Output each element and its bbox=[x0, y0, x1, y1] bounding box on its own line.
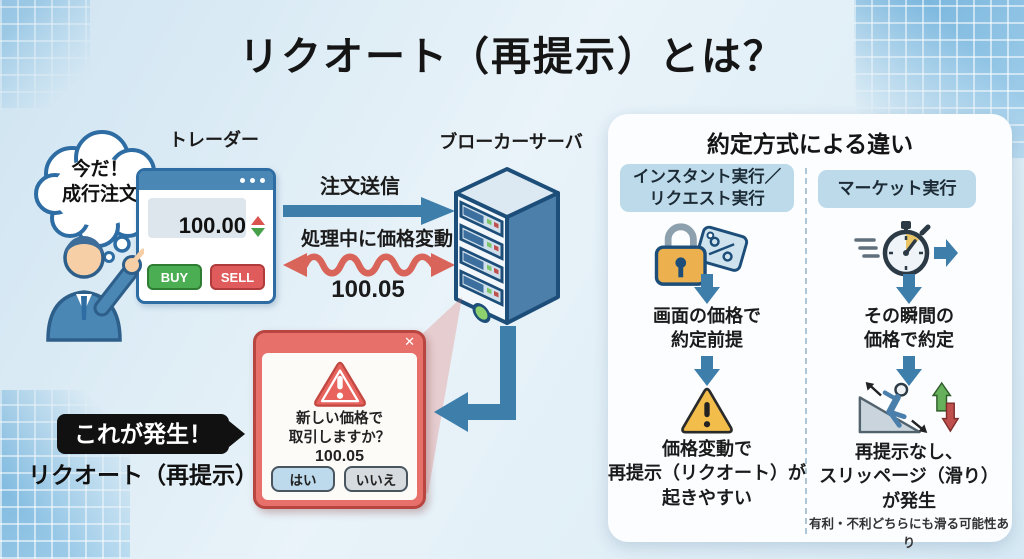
change-arrow-icon bbox=[283, 253, 455, 277]
panel-title: 約定方式による違い bbox=[706, 131, 914, 157]
close-icon[interactable]: ✕ bbox=[404, 334, 415, 349]
instant-result-line3: 起きやすい bbox=[662, 487, 752, 508]
thought-text: 今だ！ 成行注文 bbox=[48, 158, 152, 207]
market-step1-text: その瞬間の 価格で約定 bbox=[818, 304, 1000, 353]
trading-window: 100.00 BUY SELL bbox=[136, 168, 276, 304]
stopwatch-icon bbox=[854, 221, 958, 277]
popup-body: 新しい価格で 取引しますか？ 100.05 はい いいえ bbox=[262, 353, 417, 500]
price-up-icon[interactable] bbox=[251, 215, 265, 225]
changed-price: 100.05 bbox=[331, 276, 405, 303]
down-arrow-icon bbox=[694, 274, 720, 304]
comparison-panel: 約定方式による違い インスタント実行／ リクエスト実行 マーケット実行 bbox=[608, 114, 1012, 550]
market-result-text: 再提示なし、 スリッページ（滑り） が発生 bbox=[810, 440, 1008, 513]
server-to-popup-arrow-icon bbox=[434, 326, 516, 432]
popup-message-line1: 新しい価格で bbox=[296, 411, 383, 427]
market-header: マーケット実行 bbox=[818, 170, 976, 208]
popup-message-line2: 取引しますか？ bbox=[288, 430, 391, 447]
down-arrow-icon bbox=[896, 356, 922, 386]
order-arrow-icon bbox=[283, 197, 455, 225]
order-arrow-label: 注文送信 bbox=[320, 176, 400, 198]
popup-new-price: 100.05 bbox=[315, 448, 364, 466]
market-step1-line2: 価格で約定 bbox=[864, 330, 954, 351]
market-step1-line1: その瞬間の bbox=[864, 306, 954, 326]
trader-label: トレーダー bbox=[169, 130, 259, 150]
market-result-line1: 再提示なし、 bbox=[855, 442, 963, 462]
buy-button[interactable]: BUY bbox=[147, 264, 202, 290]
instant-result-line1: 価格変動で bbox=[662, 439, 752, 459]
server-label: ブローカーサーバ bbox=[439, 132, 583, 152]
market-result-line3: が発生 bbox=[882, 490, 936, 511]
window-titlebar bbox=[139, 171, 273, 190]
thought-line1: 今だ！ bbox=[71, 159, 129, 180]
price-down-icon[interactable] bbox=[251, 227, 265, 237]
market-note: 有利・不利どちらにも滑る可能性あり bbox=[808, 517, 1009, 550]
market-result-line2: スリッページ（滑り） bbox=[819, 466, 999, 487]
yes-button[interactable]: はい bbox=[271, 466, 335, 492]
page-title: リクオート（再提示）とは？ bbox=[239, 35, 785, 79]
trader-person-icon bbox=[46, 236, 144, 342]
instant-header-line1: インスタント実行／ bbox=[632, 168, 782, 186]
column-divider bbox=[805, 168, 807, 534]
sell-button[interactable]: SELL bbox=[210, 264, 265, 290]
callout-badge: これが発生！ bbox=[57, 414, 245, 454]
broker-server-icon bbox=[454, 167, 560, 325]
alert-triangle-icon bbox=[313, 361, 366, 407]
quote-panel bbox=[148, 198, 246, 238]
change-arrow-label: 処理中に価格変動 bbox=[300, 229, 453, 250]
window-dot-icon bbox=[240, 178, 245, 183]
instant-result-text: 価格変動で 再提示（リクオート）が 起きやすい bbox=[608, 437, 806, 510]
thought-bubble-icon bbox=[34, 130, 164, 263]
down-arrow-icon bbox=[896, 274, 922, 304]
window-dot-icon bbox=[250, 178, 255, 183]
thought-line2: 成行注文 bbox=[61, 183, 138, 205]
lock-price-icon bbox=[654, 223, 749, 286]
instant-header-line2: リクエスト実行 bbox=[649, 190, 765, 209]
requote-popup: ✕ 新しい価格で 取引しますか？ 100.05 はい いいえ bbox=[253, 330, 426, 509]
callout-term: リクオート（再提示） bbox=[28, 462, 258, 488]
price-spinner[interactable] bbox=[251, 215, 265, 237]
price-value: 100.00 bbox=[178, 213, 246, 238]
background-grid-top-left bbox=[0, 0, 90, 110]
instant-header: インスタント実行／ リクエスト実行 bbox=[620, 164, 794, 212]
window-dot-icon bbox=[260, 178, 265, 183]
warning-triangle-icon bbox=[681, 387, 733, 434]
no-button[interactable]: いいえ bbox=[344, 466, 408, 492]
instant-step1-text: 画面の価格で 約定前提 bbox=[616, 304, 798, 353]
instant-step1-line1: 画面の価格で bbox=[653, 306, 761, 326]
instant-step1-line2: 約定前提 bbox=[671, 330, 743, 351]
instant-result-line2: 再提示（リクオート）が bbox=[608, 463, 806, 484]
price-display: 100.00 bbox=[147, 213, 265, 239]
slippage-person-icon bbox=[858, 381, 960, 434]
down-arrow-icon bbox=[694, 356, 720, 386]
